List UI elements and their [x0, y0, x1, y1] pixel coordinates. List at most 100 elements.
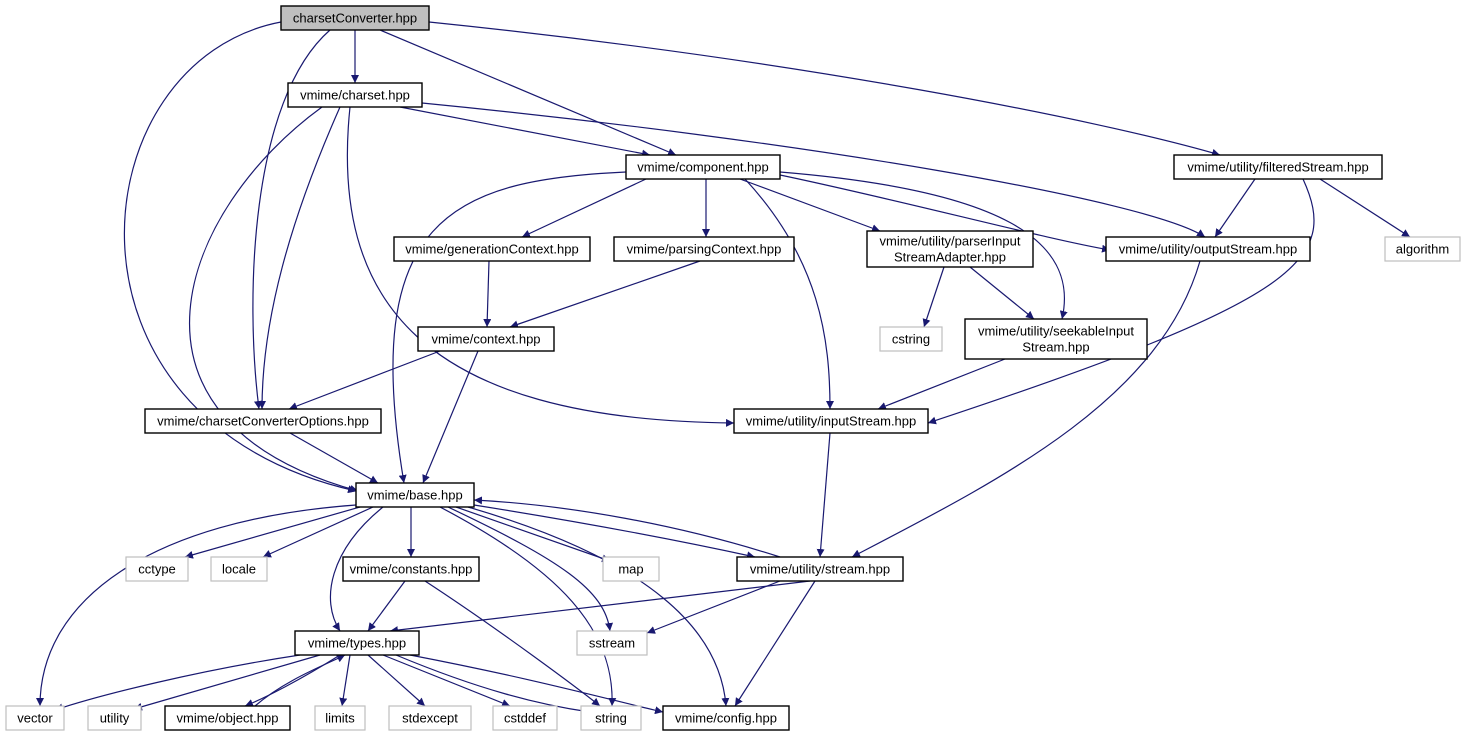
edge-types-to-stdexcept — [367, 654, 426, 707]
node-charset[interactable]: vmime/charset.hpp — [287, 82, 423, 108]
edge-object-to-types — [254, 654, 346, 707]
edge-filteredStream-to-outputStream — [1214, 178, 1256, 238]
node-box-utility — [87, 705, 142, 731]
edge-component-to-parserInputStreamAdapter — [739, 178, 881, 232]
node-box-context — [417, 326, 555, 352]
edge-base-to-map — [455, 506, 611, 563]
node-box-cstring — [879, 326, 943, 352]
edge-charset-to-charsetConverterOptions — [258, 106, 341, 410]
node-label-parserInputStreamAdapter: StreamAdapter.hpp — [894, 250, 1006, 265]
node-label-context: vmime/context.hpp — [431, 332, 540, 347]
node-algorithm: algorithm — [1384, 236, 1461, 262]
node-label-config: vmime/config.hpp — [675, 711, 777, 726]
edge-inputStream-to-stream — [816, 432, 831, 558]
node-label-base: vmime/base.hpp — [367, 488, 462, 503]
node-label-charsetConverterOptions: vmime/charsetConverterOptions.hpp — [157, 414, 369, 429]
edge-types-to-vector — [54, 654, 301, 712]
node-object[interactable]: vmime/object.hpp — [164, 705, 291, 731]
node-context[interactable]: vmime/context.hpp — [417, 326, 555, 352]
edge-base-to-string — [439, 506, 617, 707]
node-box-limits — [314, 705, 366, 731]
node-box-outputStream — [1105, 236, 1311, 262]
node-label-parsingContext: vmime/parsingContext.hpp — [627, 242, 782, 257]
node-label-outputStream: vmime/utility/outputStream.hpp — [1119, 242, 1297, 257]
node-box-stdexcept — [388, 705, 472, 731]
node-charsetConverterOptions[interactable]: vmime/charsetConverterOptions.hpp — [144, 408, 382, 434]
edge-charset-to-inputStream — [346, 106, 735, 427]
node-types[interactable]: vmime/types.hpp — [294, 630, 420, 656]
edge-base-to-vector — [36, 504, 357, 707]
node-parsingContext[interactable]: vmime/parsingContext.hpp — [613, 236, 795, 262]
node-box-sstream — [576, 630, 648, 656]
edge-charset-to-outputStream — [421, 102, 1206, 238]
node-box-root — [280, 5, 430, 31]
edge-seekableInputStream-to-inputStream — [877, 358, 1006, 410]
node-box-component — [625, 154, 781, 180]
edge-filteredStream-to-algorithm — [1319, 178, 1411, 238]
edge-root-to-base — [124, 21, 357, 494]
node-label-map: map — [618, 562, 643, 577]
node-box-object — [164, 705, 291, 731]
node-string: string — [580, 705, 642, 731]
node-box-parsingContext — [613, 236, 795, 262]
node-box-vector — [5, 705, 65, 731]
edge-parserInputStreamAdapter-to-cstring — [922, 266, 945, 328]
node-label-cctype: cctype — [138, 562, 176, 577]
node-label-sstream: sstream — [589, 636, 635, 651]
node-constants[interactable]: vmime/constants.hpp — [342, 556, 480, 582]
edge-types-to-cstddef — [382, 654, 511, 707]
edge-constants-to-types — [367, 580, 406, 632]
node-stream[interactable]: vmime/utility/stream.hpp — [736, 556, 904, 582]
node-label-component: vmime/component.hpp — [637, 160, 769, 175]
node-label-seekableInputStream: Stream.hpp — [1022, 340, 1089, 355]
edge-outputStream-to-stream — [851, 260, 1201, 558]
node-outputStream[interactable]: vmime/utility/outputStream.hpp — [1105, 236, 1311, 262]
node-label-charset: vmime/charset.hpp — [300, 88, 410, 103]
node-vector: vector — [5, 705, 65, 731]
node-box-cctype — [125, 556, 189, 582]
node-label-parserInputStreamAdapter: vmime/utility/parserInput — [880, 234, 1021, 249]
node-box-parserInputStreamAdapter — [866, 230, 1034, 268]
node-inputStream[interactable]: vmime/utility/inputStream.hpp — [733, 408, 929, 434]
edge-types-to-limits — [339, 654, 351, 707]
edge-filteredStream-to-inputStream — [927, 178, 1315, 425]
node-component[interactable]: vmime/component.hpp — [625, 154, 781, 180]
node-box-filteredStream — [1173, 154, 1383, 180]
node-label-object: vmime/object.hpp — [177, 711, 279, 726]
node-box-map — [602, 556, 660, 582]
node-label-constants: vmime/constants.hpp — [350, 562, 473, 577]
node-base[interactable]: vmime/base.hpp — [355, 482, 475, 508]
node-config[interactable]: vmime/config.hpp — [662, 705, 790, 731]
node-box-stream — [736, 556, 904, 582]
node-parserInputStreamAdapter[interactable]: vmime/utility/parserInputStreamAdapter.h… — [866, 230, 1034, 268]
node-box-constants — [342, 556, 480, 582]
edge-constants-to-string — [424, 580, 601, 707]
edge-base-to-config — [467, 506, 730, 707]
node-box-cstddef — [492, 705, 558, 731]
node-cstring: cstring — [879, 326, 943, 352]
node-box-generationContext — [393, 236, 591, 262]
node-cctype: cctype — [125, 556, 189, 582]
node-box-charset — [287, 82, 423, 108]
node-map: map — [602, 556, 660, 582]
edge-charsetConverterOptions-to-base — [289, 432, 379, 484]
node-box-base — [355, 482, 475, 508]
edge-stream-to-config — [734, 580, 816, 707]
edge-stream-to-sstream — [646, 580, 781, 634]
node-cstddef: cstddef — [492, 705, 558, 731]
node-filteredStream[interactable]: vmime/utility/filteredStream.hpp — [1173, 154, 1383, 180]
node-label-types: vmime/types.hpp — [308, 636, 406, 651]
edge-base-to-cctype — [184, 506, 361, 559]
node-label-locale: locale — [222, 562, 256, 577]
node-stdexcept: stdexcept — [388, 705, 472, 731]
edge-component-to-seekableInputStream — [779, 171, 1068, 320]
node-generationContext[interactable]: vmime/generationContext.hpp — [393, 236, 591, 262]
edge-base-to-sstream — [447, 506, 613, 632]
node-limits: limits — [314, 705, 366, 731]
edge-context-to-charsetConverterOptions — [288, 350, 441, 410]
node-root[interactable]: charsetConverter.hpp — [280, 5, 430, 31]
node-box-inputStream — [733, 408, 929, 434]
node-box-charsetConverterOptions — [144, 408, 382, 434]
